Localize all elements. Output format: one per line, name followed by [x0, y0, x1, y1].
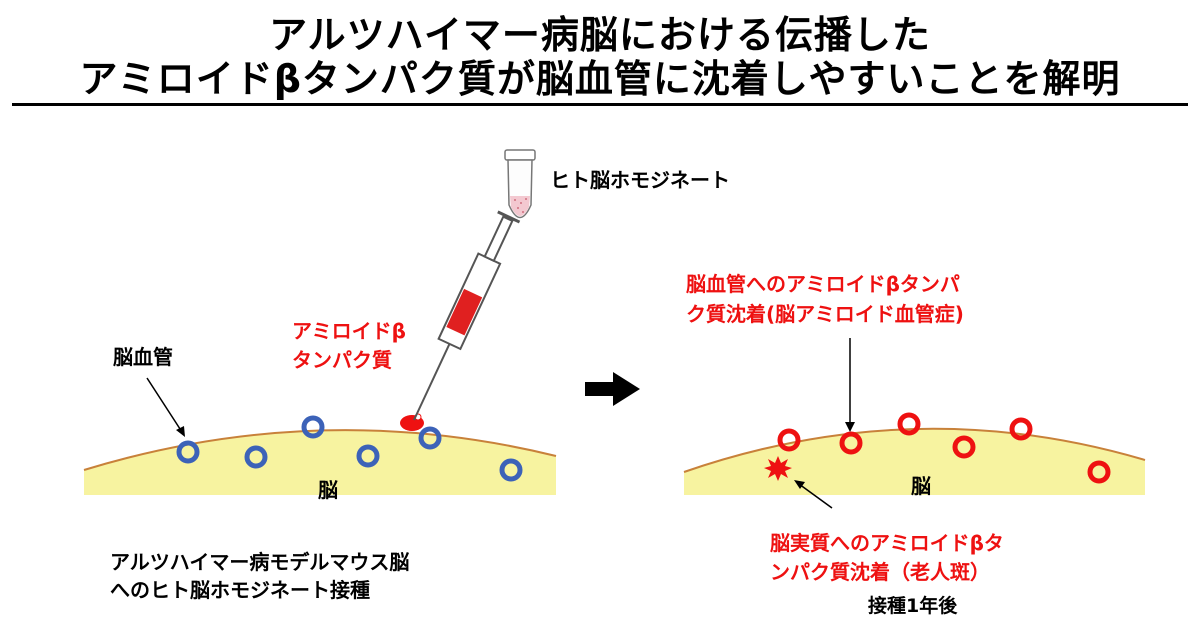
- right-brain-shape: [684, 428, 1145, 495]
- left-caption-line-1: アルツハイマー病モデルマウス脳: [110, 550, 410, 574]
- vessel-ring: [301, 415, 325, 439]
- right-brain-label: 脳: [911, 474, 931, 498]
- vessel-ring: [356, 444, 380, 468]
- left-brain-label: 脳: [318, 478, 338, 502]
- amyloid-label-line-1: アミロイドβ: [292, 319, 406, 343]
- right-arrow-icon: [585, 372, 640, 406]
- plaque-pointer-arrow: [794, 480, 833, 509]
- amyloid-vessel-ring: [777, 428, 801, 452]
- syringe-icon: [413, 210, 521, 421]
- left-vessels: [176, 415, 523, 482]
- vessel-pointer-arrow: [146, 377, 185, 437]
- homogenate-label: ヒト脳ホモジネート: [550, 168, 730, 192]
- parenchyma-label-line-1: 脳実質へのアミロイドβタ: [770, 531, 1004, 555]
- amyloid-vessel-ring: [839, 431, 863, 455]
- amyloid-vessel-ring: [1009, 417, 1033, 441]
- amyloid-vessel-ring: [897, 412, 921, 436]
- left-brain-shape: [84, 430, 556, 495]
- amyloid-label-line-2: タンパク質: [292, 348, 392, 372]
- amyloid-vessel-ring: [1087, 460, 1111, 484]
- vessel-label: 脳血管: [113, 345, 173, 369]
- vascular-label-line-2: ク質沈着(脳アミロイド血管症): [686, 302, 964, 326]
- parenchyma-label-line-2: ンパク質沈着（老人斑）: [770, 560, 990, 584]
- starburst-plaque-icon: [764, 456, 792, 481]
- right-vessels: [777, 412, 1111, 484]
- title-divider: [12, 103, 1188, 106]
- title-line-1: アルツハイマー病脳における伝播した: [269, 13, 931, 57]
- vascular-pointer-arrow: [845, 338, 855, 432]
- amyloid-vessel-ring: [952, 435, 976, 459]
- time-label: 接種1年後: [868, 595, 958, 617]
- vessel-ring: [244, 445, 268, 469]
- vessel-ring: [499, 458, 523, 482]
- left-caption-line-2: へのヒト脳ホモジネート接種: [110, 578, 370, 602]
- vessel-ring: [176, 440, 200, 464]
- vascular-label-line-1: 脳血管へのアミロイドβタンパ: [686, 272, 960, 296]
- title-line-2: アミロイドβタンパク質が脳血管に沈着しやすいことを解明: [79, 57, 1121, 101]
- vessel-ring: [418, 426, 442, 450]
- microcentrifuge-tube-icon: [504, 149, 536, 219]
